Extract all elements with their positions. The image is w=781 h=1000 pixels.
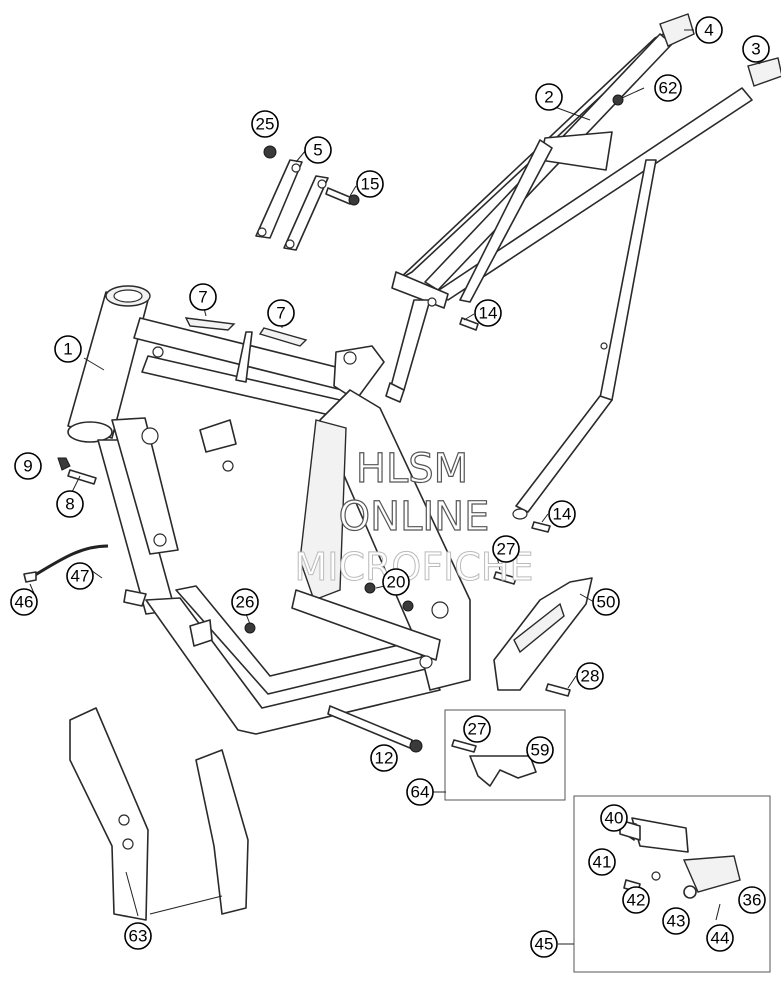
decals[interactable] bbox=[184, 317, 308, 347]
svg-text:2: 2 bbox=[544, 88, 553, 107]
callout-12[interactable]: 12 bbox=[370, 744, 398, 772]
main-frame[interactable] bbox=[67, 285, 471, 735]
svg-text:27: 27 bbox=[468, 720, 487, 739]
callout-25[interactable]: 25 bbox=[251, 110, 279, 138]
chain-slider-guard[interactable] bbox=[451, 739, 537, 787]
group-box-64 bbox=[444, 709, 566, 801]
callout-36[interactable]: 36 bbox=[738, 886, 766, 914]
svg-text:3: 3 bbox=[751, 40, 760, 59]
frame-protectors[interactable] bbox=[69, 707, 249, 921]
svg-text:46: 46 bbox=[15, 593, 34, 612]
callout-14b[interactable]: 14 bbox=[548, 500, 576, 528]
hardware-small bbox=[57, 94, 624, 753]
callout-8[interactable]: 8 bbox=[56, 490, 84, 518]
callout-27a[interactable]: 27 bbox=[492, 535, 520, 563]
breather-hose[interactable] bbox=[29, 544, 109, 580]
svg-text:20: 20 bbox=[387, 573, 406, 592]
svg-text:64: 64 bbox=[411, 783, 430, 802]
svg-text:63: 63 bbox=[129, 927, 148, 946]
callout-40[interactable]: 40 bbox=[600, 804, 628, 832]
svg-text:9: 9 bbox=[23, 457, 32, 476]
svg-text:12: 12 bbox=[375, 749, 394, 768]
watermark-line2: ONLINE bbox=[339, 494, 490, 540]
svg-text:15: 15 bbox=[361, 175, 380, 194]
callout-28[interactable]: 28 bbox=[576, 662, 604, 690]
svg-text:14: 14 bbox=[553, 505, 572, 524]
callout-46[interactable]: 46 bbox=[10, 588, 38, 616]
svg-text:40: 40 bbox=[605, 809, 624, 828]
chain-guide[interactable] bbox=[493, 577, 593, 691]
callout-26[interactable]: 26 bbox=[231, 588, 259, 616]
svg-text:47: 47 bbox=[71, 567, 90, 586]
svg-text:45: 45 bbox=[535, 935, 554, 954]
callout-50[interactable]: 50 bbox=[592, 588, 620, 616]
callout-1[interactable]: 1 bbox=[54, 335, 82, 363]
callout-9[interactable]: 9 bbox=[14, 452, 42, 480]
callout-7a[interactable]: 7 bbox=[189, 283, 217, 311]
svg-text:5: 5 bbox=[313, 141, 322, 160]
callout-20[interactable]: 20 bbox=[382, 568, 410, 596]
callout-43[interactable]: 43 bbox=[662, 907, 690, 935]
callout-45[interactable]: 45 bbox=[530, 930, 558, 958]
callout-59[interactable]: 59 bbox=[526, 736, 554, 764]
callout-4[interactable]: 4 bbox=[695, 16, 723, 44]
svg-text:41: 41 bbox=[593, 853, 612, 872]
callout-64[interactable]: 64 bbox=[406, 778, 434, 806]
svg-text:62: 62 bbox=[659, 79, 678, 98]
svg-text:7: 7 bbox=[276, 304, 285, 323]
callout-63[interactable]: 63 bbox=[124, 922, 152, 950]
end-caps[interactable] bbox=[659, 13, 781, 87]
svg-text:50: 50 bbox=[597, 593, 616, 612]
svg-text:42: 42 bbox=[627, 891, 646, 910]
svg-text:7: 7 bbox=[198, 288, 207, 307]
callout-2[interactable]: 2 bbox=[535, 83, 563, 111]
svg-text:1: 1 bbox=[63, 340, 72, 359]
svg-text:43: 43 bbox=[667, 912, 686, 931]
svg-text:28: 28 bbox=[581, 667, 600, 686]
callout-5[interactable]: 5 bbox=[304, 136, 332, 164]
svg-text:4: 4 bbox=[704, 21, 713, 40]
callout-3[interactable]: 3 bbox=[742, 35, 770, 63]
callout-41[interactable]: 41 bbox=[588, 848, 616, 876]
group-box-45 bbox=[573, 795, 771, 973]
callout-42[interactable]: 42 bbox=[622, 886, 650, 914]
svg-text:25: 25 bbox=[256, 115, 275, 134]
callout-62[interactable]: 62 bbox=[654, 74, 682, 102]
svg-text:44: 44 bbox=[711, 929, 730, 948]
callout-15[interactable]: 15 bbox=[356, 170, 384, 198]
callout-27b[interactable]: 27 bbox=[463, 715, 491, 743]
callout-14a[interactable]: 14 bbox=[474, 299, 502, 327]
subframe[interactable] bbox=[385, 29, 753, 520]
svg-text:36: 36 bbox=[743, 891, 762, 910]
watermark-line1: HLSM bbox=[356, 446, 468, 492]
engine-mount-plates[interactable] bbox=[255, 159, 329, 251]
svg-text:8: 8 bbox=[65, 495, 74, 514]
callout-7b[interactable]: 7 bbox=[267, 299, 295, 327]
svg-text:27: 27 bbox=[497, 540, 516, 559]
svg-text:59: 59 bbox=[531, 741, 550, 760]
svg-text:14: 14 bbox=[479, 304, 498, 323]
callout-47[interactable]: 47 bbox=[66, 562, 94, 590]
svg-text:26: 26 bbox=[236, 593, 255, 612]
callout-44[interactable]: 44 bbox=[706, 924, 734, 952]
